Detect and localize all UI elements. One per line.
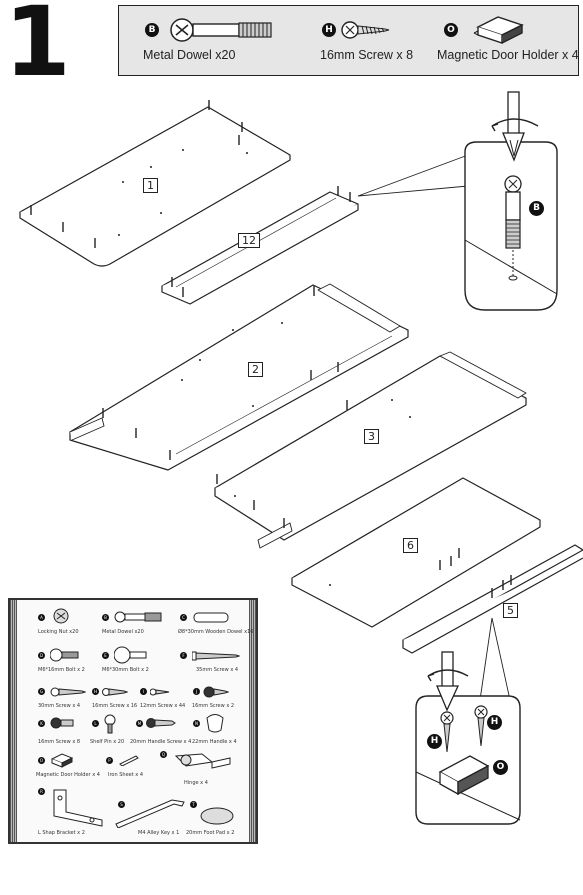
legend-label: 20mm Handle Screw x 4	[130, 739, 192, 745]
legend-letter: Q	[160, 751, 167, 758]
locking-nut-icon	[53, 608, 69, 624]
legend-label: 16mm Screw x 16	[92, 703, 138, 709]
legend-letter: D	[38, 652, 45, 659]
legend-letter: M	[136, 720, 143, 727]
detail-letter-h-left: H	[427, 734, 442, 749]
magnetic-holder-icon	[50, 753, 74, 768]
legend-letter: F	[180, 652, 187, 659]
legend-letter: N	[193, 720, 200, 727]
legend-label: Magnetic Door Holder x 4	[36, 772, 100, 778]
legend-label: 35mm Screw x 4	[196, 667, 239, 673]
detail-letter-b: B	[529, 201, 544, 216]
legend-label: 20mm Foot Pad x 2	[186, 830, 235, 836]
legend-letter: J	[193, 688, 200, 695]
legend-label: L Shap Bracket x 2	[38, 830, 85, 836]
legend-letter: P	[106, 757, 113, 764]
legend-label: 22mm Handle x 4	[192, 739, 237, 745]
foot-pad-icon	[200, 807, 234, 825]
screw-icon	[102, 688, 128, 696]
iron-sheet-icon	[119, 755, 139, 766]
shelf-pin-icon	[104, 714, 116, 734]
legend-label: Metal Dowel x20	[102, 629, 144, 635]
screw-icon	[203, 686, 229, 698]
legend-letter: S	[118, 801, 125, 808]
legend-right-edge	[249, 600, 256, 842]
legend-label: Hinge x 4	[184, 780, 208, 786]
legend-letter: T	[190, 801, 197, 808]
legend-label: 16mm Screw x 2	[192, 703, 235, 709]
panel-label-2: 2	[248, 362, 263, 377]
hardware-legend: A Locking Nut x20 B Metal Dowel x20 C Ø8…	[8, 598, 258, 844]
legend-letter: C	[180, 614, 187, 621]
part-letter-b: B	[145, 23, 159, 37]
allen-key-icon	[115, 799, 185, 828]
legend-letter: R	[38, 788, 45, 795]
legend-letter: G	[38, 688, 45, 695]
metal-dowel-icon	[114, 611, 162, 623]
magnetic-holder-icon	[473, 16, 524, 44]
legend-letter: E	[102, 652, 109, 659]
legend-letter: A	[38, 614, 45, 621]
bolt-icon	[50, 648, 79, 662]
legend-label: Locking Nut x20	[38, 629, 79, 635]
parts-needed-box: B Metal Dowel x20 H 16mm Screw x 8 O Mag…	[118, 5, 579, 76]
part-label-metal-dowel: Metal Dowel x20	[143, 48, 236, 62]
legend-letter: L	[92, 720, 99, 727]
legend-label: Ø8*30mm Wooden Dowel x16	[178, 629, 254, 635]
part-letter-h: H	[322, 23, 336, 37]
panel-label-1: 1	[143, 178, 158, 193]
legend-letter: H	[92, 688, 99, 695]
l-bracket-icon	[53, 789, 103, 827]
part-label-16mm-screw: 16mm Screw x 8	[320, 48, 414, 62]
part-letter-o: O	[444, 23, 458, 37]
legend-label: 16mm Screw x 8	[38, 739, 81, 745]
screw-icon	[341, 21, 390, 39]
hinge-icon	[174, 753, 231, 769]
bolt-icon	[114, 646, 147, 664]
legend-label: Shelf Pin x 20	[90, 739, 125, 745]
legend-left-edge	[10, 600, 17, 842]
legend-letter: K	[38, 720, 45, 727]
detail-letter-o: O	[493, 760, 508, 775]
legend-letter: I	[140, 688, 147, 695]
handle-knob-icon	[206, 714, 224, 733]
part-label-magnetic-door-holder: Magnetic Door Holder x 4	[437, 48, 579, 62]
panel-label-12: 12	[238, 233, 260, 248]
panel-label-5: 5	[503, 603, 518, 618]
metal-dowel-icon	[170, 18, 272, 42]
legend-label: M6*30mm Bolt x 2	[102, 667, 149, 673]
legend-label: M6*16mm Bolt x 2	[38, 667, 85, 673]
legend-label: 30mm Screw x 4	[38, 703, 81, 709]
screw-icon	[50, 717, 74, 729]
legend-letter: O	[38, 757, 45, 764]
panel-label-3: 3	[364, 429, 379, 444]
legend-label: Iron Sheet x 4	[108, 772, 144, 778]
handle-screw-icon	[146, 718, 176, 728]
screw-icon	[50, 687, 86, 697]
legend-label: M4 Alley Key x 1	[138, 830, 180, 836]
screw-icon	[192, 651, 240, 661]
legend-label: 12mm Screw x 44	[140, 703, 186, 709]
step-number: 1	[4, 0, 71, 98]
panel-label-6: 6	[403, 538, 418, 553]
wooden-dowel-icon	[193, 612, 229, 623]
screw-icon	[150, 688, 170, 696]
legend-letter: B	[102, 614, 109, 621]
detail-letter-h-right: H	[487, 715, 502, 730]
